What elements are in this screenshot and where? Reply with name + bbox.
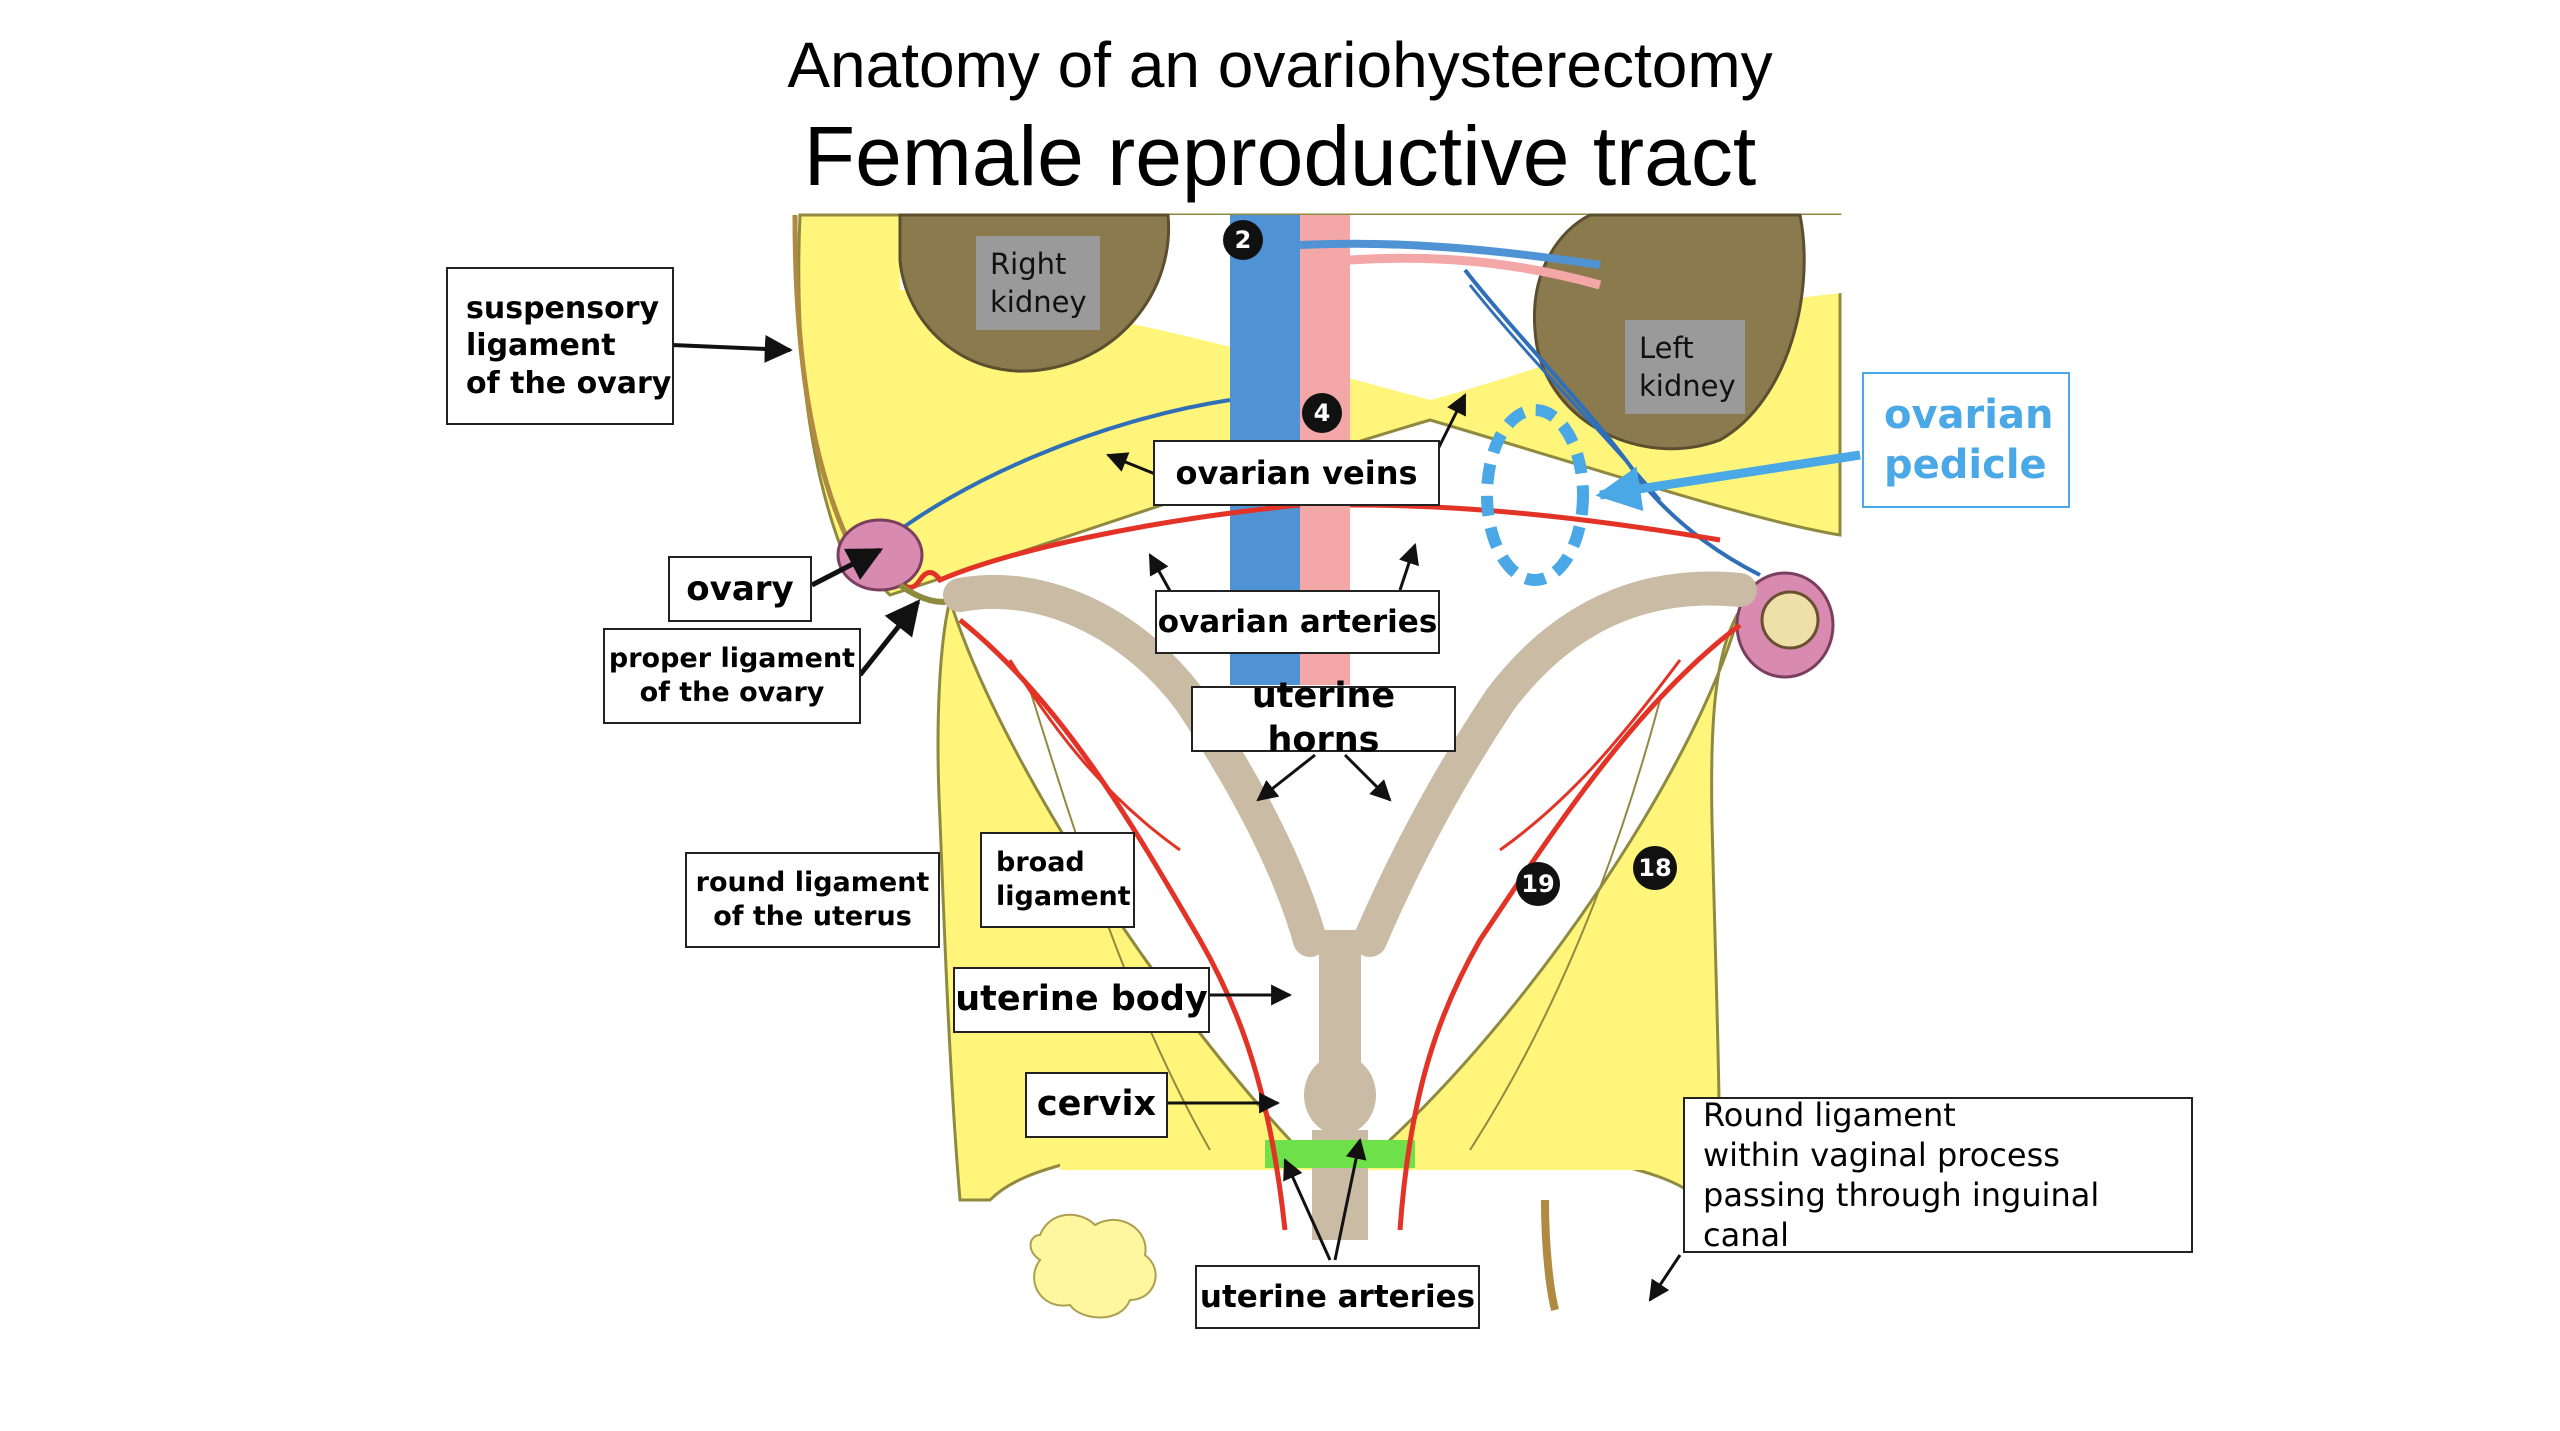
- ovary-label: ovary: [668, 556, 812, 622]
- right-kidney-label: Right kidney: [976, 236, 1100, 330]
- marker-18-text: 18: [1638, 854, 1671, 882]
- arrow-ovarian-veins-right: [1433, 393, 1467, 456]
- round-ligament-note-label: Round ligament within vaginal process pa…: [1683, 1096, 2193, 1254]
- uterine-artery-branch-1: [1008, 659, 1181, 852]
- arrow-ovarian-pedicle: [1595, 450, 1861, 512]
- uterine-horn-left: [943, 574, 1327, 957]
- arrow-suspensory: [671, 334, 793, 363]
- proper-ligament-label: proper ligament of the ovary: [603, 628, 861, 724]
- round-ligament-cord: [1541, 1199, 1559, 1311]
- suspensory-ligament-left-edge: [792, 214, 853, 547]
- fat-tuft: [1029, 1213, 1157, 1319]
- broad-ligament-label: broad ligament: [980, 832, 1135, 928]
- marker-4-text: 4: [1314, 399, 1331, 427]
- cervix-label: cervix: [1025, 1072, 1168, 1138]
- left-renal-artery: [1349, 253, 1602, 290]
- arrow-ovarian-arteries-right: [1398, 543, 1419, 591]
- ovarian-pedicle-outline: [1481, 404, 1589, 586]
- ovarian-pedicle-label: ovarian pedicle: [1862, 372, 2070, 508]
- page-title: Anatomy of an ovariohysterectomy: [787, 29, 1773, 101]
- uterine-horns-label: uterine horns: [1191, 676, 1456, 760]
- arrow-uterine-horns-left: [1256, 753, 1316, 802]
- round-ligament-uterus-label: round ligament of the uterus: [685, 852, 940, 948]
- page-subtitle: Female reproductive tract: [803, 109, 1757, 203]
- uterine-artery-branch-2: [1499, 659, 1682, 852]
- ovarian-vein-left: [878, 398, 1231, 547]
- ovarian-veins-label: ovarian veins: [1153, 440, 1440, 506]
- arrow-proper-ligament: [858, 599, 921, 677]
- arrow-uterine-arteries-left: [1283, 1158, 1332, 1261]
- marker-2-text: 2: [1235, 226, 1252, 254]
- marker-4: [1302, 393, 1342, 433]
- broad-ligament-inner-right: [1469, 699, 1661, 1151]
- marker-19-text: 19: [1521, 870, 1554, 898]
- ovary-right-follicle: [1760, 590, 1820, 650]
- uterine-body-label: uterine body: [953, 967, 1210, 1033]
- left-renal-vein: [1299, 239, 1601, 269]
- ovary-left: [836, 518, 924, 592]
- arrow-ovary: [810, 547, 884, 588]
- marker-2: [1223, 220, 1263, 260]
- marker-19: [1516, 862, 1560, 906]
- suspensory-ligament-label: suspensory ligament of the ovary: [446, 267, 674, 425]
- uterine-arteries-label: uterine arteries: [1195, 1265, 1480, 1329]
- arrow-uterine-arteries-right: [1333, 1137, 1367, 1261]
- arrow-uterine-horns-right: [1343, 753, 1392, 802]
- uterine-horn-right: [1353, 571, 1757, 957]
- marker-18: [1633, 846, 1677, 890]
- ovarian-artery-right: [1349, 502, 1721, 543]
- cervix-shape: [1304, 1055, 1376, 1135]
- arrow-round-ligament-note: [1648, 1254, 1682, 1302]
- ovarian-arteries-label: ovarian arteries: [1155, 590, 1440, 654]
- left-kidney-label: Left kidney: [1625, 320, 1745, 414]
- uterine-artery-right: [1397, 623, 1742, 1231]
